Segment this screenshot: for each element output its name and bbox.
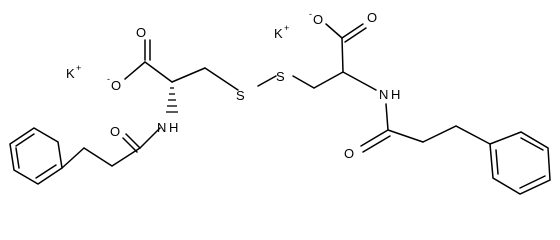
molecule-canvas: O O - S N H O S O - O N H O K + K + [9, 9, 551, 195]
left-nitrogen-atom: N [157, 120, 166, 135]
left-amide-chain-bonds [61, 127, 161, 169]
left-amide-oxygen: O [110, 124, 120, 139]
right-nitrogen-hydrogen: H [391, 87, 400, 102]
right-carboxylate-oxygen: O [313, 12, 323, 27]
left-stereo-hash-bond [166, 87, 178, 113]
potassium-charge: + [284, 23, 289, 33]
left-nitrogen-hydrogen: H [169, 120, 178, 135]
potassium-symbol: K [274, 26, 283, 41]
left-carboxylate-oxygen: O [111, 78, 121, 93]
right-carbonyl-oxygen: O [367, 10, 377, 25]
right-sulfur-atom: S [276, 69, 285, 84]
right-amide-oxygen: O [344, 146, 354, 161]
molecule-structure: O O - S N H O S O - O N H O K + K + [9, 9, 551, 195]
left-sulfur-atom: S [236, 88, 245, 103]
right-nitrogen-atom: N [379, 87, 388, 102]
potassium-ion-left: K + [66, 63, 81, 81]
right-backbone-bonds [292, 23, 377, 91]
left-phenyl-ring [9, 127, 63, 185]
left-carboxylate-bonds [124, 39, 151, 80]
potassium-symbol: K [66, 66, 75, 81]
right-amide-chain-bonds [360, 103, 491, 153]
left-oxygen-negative-charge: - [107, 74, 110, 84]
right-phenyl-ring [489, 131, 551, 195]
right-oxygen-negative-charge: - [309, 9, 312, 19]
potassium-ion-right: K + [274, 23, 289, 41]
potassium-charge: + [76, 63, 81, 73]
left-carbonyl-oxygen: O [136, 25, 146, 40]
left-backbone-bonds [144, 61, 277, 91]
